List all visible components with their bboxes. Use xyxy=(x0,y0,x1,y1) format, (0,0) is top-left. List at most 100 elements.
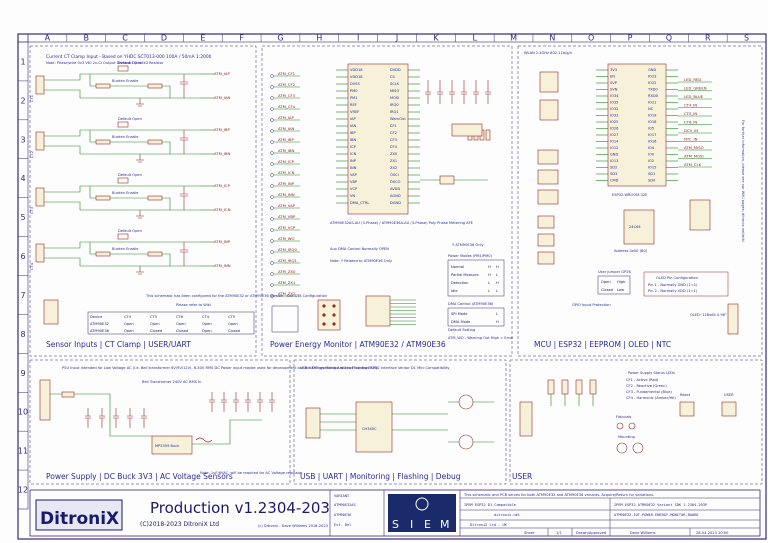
usb-section-title: USB | UART | Monitoring | Flashing | Deb… xyxy=(300,472,461,481)
default-open-label: Default Open xyxy=(118,229,142,233)
esp-pin-left: IO25 xyxy=(610,120,618,124)
energy-section-box xyxy=(261,45,513,357)
column-label: Q xyxy=(666,34,672,43)
oled-size-note: OLED: 128x64 0.96" xyxy=(690,313,727,317)
atm-net-label: ATM_INN xyxy=(278,192,295,197)
fiducial-mark xyxy=(616,422,624,430)
usb-connector xyxy=(305,407,321,439)
column-label: G xyxy=(277,34,283,43)
ct-config-cell: Open xyxy=(124,322,134,326)
power-mode-cell: Detection xyxy=(451,281,468,285)
usb-uart-note: USB UART providing Arduino Flashing ESP3… xyxy=(300,366,450,370)
mcu-side-note: For further information, please see our … xyxy=(741,120,745,242)
atm-pin-right: WarnOut xyxy=(390,117,406,121)
sheet-label: Sheet xyxy=(524,531,535,535)
user-section-box xyxy=(509,359,763,485)
esp-pin-right: IO2 xyxy=(648,159,654,163)
mcu-net-label: LED_RED xyxy=(684,77,701,82)
test-point xyxy=(270,140,274,144)
author-note: (c) Ditronix - Dave Williams 2018-2023 xyxy=(258,524,328,528)
usb-section-box xyxy=(293,359,507,485)
ac-divider-cap xyxy=(257,392,263,412)
ct-config-cell: CT5 xyxy=(228,315,235,319)
status-led xyxy=(589,379,597,395)
esp-pin-left: GND xyxy=(610,153,618,157)
decoupling-cap xyxy=(473,80,479,104)
esp-pin-left: CMD xyxy=(610,179,619,183)
row-label: 1 xyxy=(20,57,25,66)
ac-divider-cap xyxy=(245,392,251,412)
test-point xyxy=(270,151,274,155)
esp-pin-left: IO34 xyxy=(610,94,619,98)
ct-jack xyxy=(35,75,45,95)
mcu-net-label: CT4_IN xyxy=(684,103,697,108)
status-led-entry: CF3 - Fundamental (Blue) xyxy=(626,390,672,394)
test-point xyxy=(270,118,274,122)
drawn-label: Drawn/Approved xyxy=(576,531,606,535)
psu-note: PSU Input Intended for Low Voltage AC (i… xyxy=(62,366,379,370)
fiducial-mark xyxy=(628,422,636,430)
esp-pin-left: IO12 xyxy=(610,146,618,150)
atm-pin-right: ZX1 xyxy=(390,159,397,163)
boot-button xyxy=(539,71,559,93)
auto-reset-transistor xyxy=(458,394,474,410)
burden-resistor xyxy=(147,251,163,257)
mcu-right-net-list: LED_REDLED_GREENLED_BLUECT4_INCT5_INCT6_… xyxy=(678,77,712,168)
atm-pin-left: REF xyxy=(350,103,357,107)
esp32-body xyxy=(607,63,667,187)
column-label: I xyxy=(357,34,359,43)
column-label: E xyxy=(200,34,205,43)
status-led-list: CF1 - Active (Red)CF2 - Reactive (Green)… xyxy=(626,378,676,400)
atm-net-label: ATM_IBN xyxy=(278,148,295,153)
variant-label-1: VARIANT xyxy=(334,494,350,498)
ct-net-label: ATM_INP xyxy=(214,239,231,244)
esp32-module: 3V3ENSVPSVNIO34IO35IO32IO33IO25IO26IO27I… xyxy=(596,63,678,187)
test-point xyxy=(270,250,274,254)
energy-section-title: Power Energy Monitor | ATM90E32 / ATM90E… xyxy=(270,340,446,349)
ct-config-cell: CT6 xyxy=(176,315,184,319)
atm-pin-left: IBP xyxy=(350,131,357,135)
status-led xyxy=(547,379,555,395)
esp32-label: ESP32-WROOM-32E xyxy=(612,193,648,197)
atm-pin-right: CS xyxy=(390,75,396,79)
esp-pin-left: IO14 xyxy=(610,140,619,144)
esp-pin-left: IO33 xyxy=(610,114,618,118)
mcu-net-label: DCV_IN xyxy=(684,128,698,133)
row-label: 12 xyxy=(18,486,28,495)
atm-pin-right: ZX2 xyxy=(390,166,397,170)
row-label: 10 xyxy=(18,408,28,417)
row-label: 5 xyxy=(20,213,25,222)
copyright: (C)2018-2023 DitroniX Ltd xyxy=(140,521,219,528)
production-version: Production v1.2304-203 xyxy=(150,499,330,517)
power-section-box xyxy=(29,359,291,485)
protection-diode-pack xyxy=(537,251,555,265)
burden-resistor xyxy=(95,195,111,201)
bulk-cap xyxy=(99,408,105,428)
protection-diode-pack xyxy=(537,215,555,229)
esp-pin-right: IO23 xyxy=(648,75,656,79)
doc-company: DitroniX Ltd - UK xyxy=(470,523,508,527)
default-open-jumper xyxy=(117,233,129,240)
test-point xyxy=(270,129,274,133)
mcu-led-array xyxy=(537,169,559,185)
mcu-net-label: LED_GREEN xyxy=(684,86,707,91)
esp-pin-right: IO17 xyxy=(648,133,656,137)
ct-jack xyxy=(35,243,45,263)
ct-config-cell: Open xyxy=(228,322,238,326)
ct-config-cell: Open xyxy=(176,322,186,326)
refer-wiki-note: Please refer to Wiki xyxy=(176,303,211,307)
atm-net-label: ATM_IAN xyxy=(278,126,295,131)
ct-net-label: ATM_ICN xyxy=(214,207,231,212)
user-header xyxy=(519,401,533,437)
dma-cell: H xyxy=(496,320,499,324)
atm-net-label: ATM_IRQ1 xyxy=(278,258,298,263)
ac-divider-cap xyxy=(221,392,227,412)
column-label: H xyxy=(316,34,322,43)
aux-dma-note: Aux DMA Control Normally OPEN xyxy=(330,247,389,251)
column-label: D xyxy=(161,34,167,43)
brand-s: S xyxy=(392,518,399,531)
